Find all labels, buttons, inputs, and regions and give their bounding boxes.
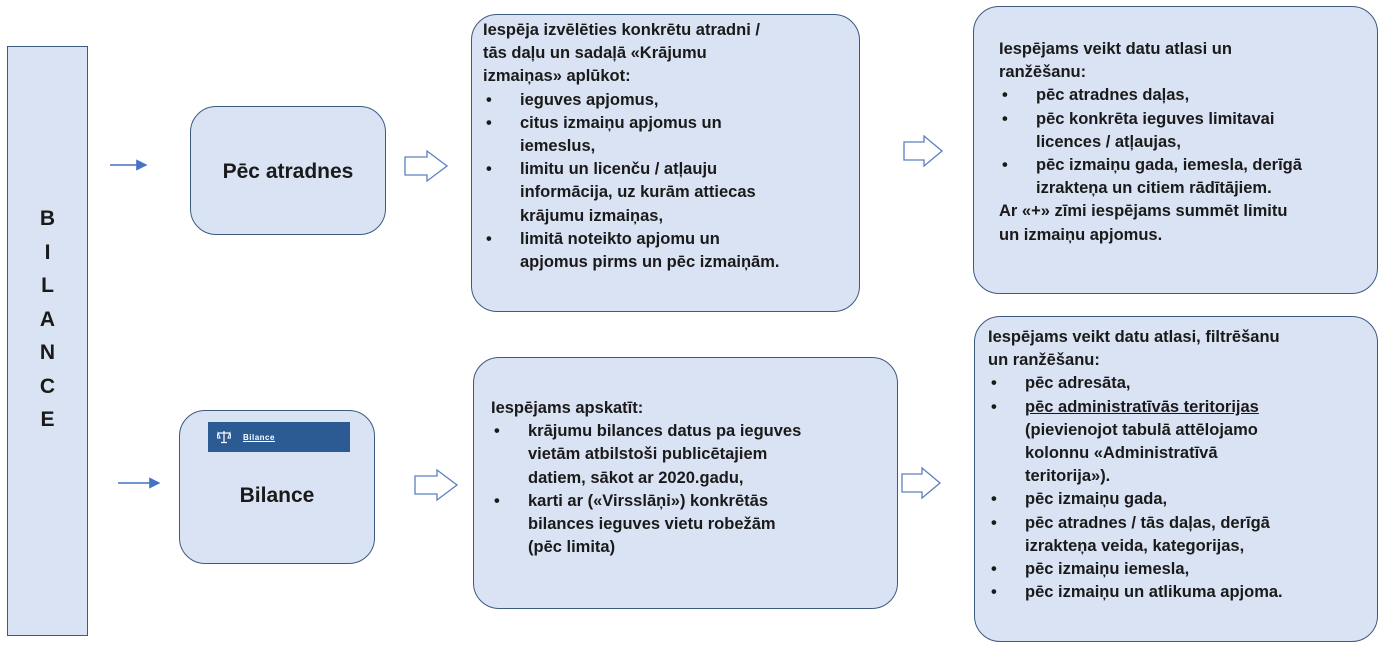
vertical-letter: I bbox=[44, 240, 51, 264]
text-line: pēc administratīvās teritorijas bbox=[1025, 397, 1259, 416]
block-arrow-icon bbox=[901, 466, 942, 500]
text-line: krājumu izmaiņas, bbox=[520, 206, 664, 225]
text-line: un izmaiņu apjomus. bbox=[999, 225, 1163, 244]
node-label: Bilance bbox=[239, 484, 315, 507]
block-arrow-icon bbox=[404, 149, 449, 183]
bilance-vertical-bar: B I L A N C E bbox=[7, 46, 88, 636]
text-line: pēc izmaiņu gada, bbox=[1025, 490, 1168, 509]
text-line: pēc atradnes / tās daļas, derīgā bbox=[1025, 513, 1270, 532]
list-item: krājumu bilances datus pa ieguves vietām… bbox=[491, 420, 801, 490]
info-text: Iespējams veikt datu atlasi, filtrēšanu … bbox=[988, 326, 1283, 605]
list-item: pēc administratīvās teritorijas (pievien… bbox=[988, 396, 1283, 489]
list-item: pēc izmaiņu un atlikuma apjoma. bbox=[988, 581, 1283, 604]
vertical-letter: B bbox=[39, 207, 56, 230]
list-item: pēc atradnes daļas, bbox=[999, 84, 1302, 107]
text-line: apjomus pirms un pēc izmaiņām. bbox=[520, 253, 780, 272]
text-line: Iespējams apskatīt: bbox=[491, 399, 644, 417]
node-pec-atradnes: Pēc atradnes bbox=[190, 106, 386, 235]
text-line: izrakteņa veida, kategorijas, bbox=[1025, 536, 1245, 555]
text-line: citus izmaiņu apjomus un bbox=[520, 113, 722, 132]
list-item: limitu un licenču / atļauju informācija,… bbox=[483, 158, 779, 228]
text-line: iemeslus, bbox=[520, 137, 596, 156]
list-item: pēc konkrēta ieguves limitavai licences … bbox=[999, 108, 1302, 154]
info-text: Iespējams apskatīt: krājumu bilances dat… bbox=[491, 397, 801, 559]
list-item: pēc izmaiņu iemesla, bbox=[988, 558, 1283, 581]
text-line: licences / atļaujas, bbox=[1036, 132, 1181, 151]
scales-icon bbox=[217, 431, 231, 444]
text-line: karti ar («Virsslāņi») konkrētās bbox=[528, 491, 768, 510]
bullet-list: ieguves apjomus, citus izmaiņu apjomus u… bbox=[483, 89, 779, 275]
text-line: ranžēšanu: bbox=[999, 63, 1087, 82]
vertical-letter: C bbox=[39, 374, 56, 398]
text-line: pēc atradnes daļas, bbox=[1036, 86, 1190, 105]
block-arrow-icon bbox=[414, 468, 459, 502]
text-line: pēc izmaiņu un atlikuma apjoma. bbox=[1025, 583, 1283, 602]
text-line: kolonnu «Administratīvā bbox=[1025, 444, 1218, 463]
text-line: datiem, sākot ar 2020.gadu, bbox=[528, 468, 744, 487]
toolbar-label: Bilance bbox=[243, 432, 275, 442]
text-line: pēc adresāta, bbox=[1025, 374, 1131, 393]
list-item: limitā noteikto apjomu un apjomus pirms … bbox=[483, 228, 779, 274]
text-line: pēc konkrēta ieguves limitavai bbox=[1036, 109, 1275, 128]
text-line: limitā noteikto apjomu un bbox=[520, 229, 720, 248]
info-box-bilance: Iespējams apskatīt: krājumu bilances dat… bbox=[473, 357, 898, 609]
text-line: pēc izmaiņu iemesla, bbox=[1025, 560, 1190, 579]
text-line: Iespēja izvēlēties konkrētu atradni / bbox=[483, 21, 760, 39]
bullet-list: pēc atradnes daļas, pēc konkrēta ieguves… bbox=[999, 84, 1302, 200]
info-box-atradne-filters: Iespējams veikt datu atlasi un ranžēšanu… bbox=[973, 6, 1378, 294]
bullet-list: krājumu bilances datus pa ieguves vietām… bbox=[491, 420, 801, 559]
text-line: tās daļu un sadaļā «Krājumu bbox=[483, 44, 707, 63]
text-line: pēc izmaiņu gada, iemesla, derīgā bbox=[1036, 156, 1302, 175]
node-bilance: Bilance Bilance bbox=[179, 410, 375, 564]
text-line: teritorija»). bbox=[1025, 467, 1111, 486]
text-line: limitu un licenču / atļauju bbox=[520, 160, 718, 179]
info-box-bilance-filters: Iespējams veikt datu atlasi, filtrēšanu … bbox=[974, 316, 1378, 642]
bilance-toolbar: Bilance bbox=[208, 422, 350, 452]
text-line: vietām atbilstoši publicētajiem bbox=[528, 445, 768, 464]
vertical-letter: E bbox=[40, 408, 55, 431]
list-item: pēc izmaiņu gada, iemesla, derīgā izrakt… bbox=[999, 154, 1302, 200]
node-label: Pēc atradnes bbox=[222, 160, 354, 183]
vertical-title: B I L A N C E bbox=[8, 202, 87, 437]
text-line: izrakteņa un citiem rādītājiem. bbox=[1036, 179, 1272, 198]
block-arrow-icon bbox=[903, 134, 944, 168]
text-line: (pēc limita) bbox=[528, 538, 616, 557]
list-item: karti ar («Virsslāņi») konkrētās bilance… bbox=[491, 490, 801, 560]
list-item: pēc atradnes / tās daļas, derīgā izrakte… bbox=[988, 512, 1283, 558]
text-line: Iespējams veikt datu atlasi un bbox=[999, 40, 1232, 58]
text-line: informācija, uz kurām attiecas bbox=[520, 183, 756, 202]
info-text: Iespējams veikt datu atlasi un ranžēšanu… bbox=[999, 38, 1302, 247]
text-line: un ranžēšanu: bbox=[988, 351, 1100, 370]
info-text: Iespēja izvēlēties konkrētu atradni / tā… bbox=[483, 19, 779, 274]
text-line: bilances ieguves vietu robežām bbox=[528, 515, 776, 534]
text-line: Iespējams veikt datu atlasi, filtrēšanu bbox=[988, 328, 1280, 346]
list-item: pēc izmaiņu gada, bbox=[988, 488, 1283, 511]
list-item: ieguves apjomus, bbox=[483, 89, 779, 112]
vertical-letter: A bbox=[39, 307, 56, 331]
text-line: Ar «+» zīmi iespējams summēt limitu bbox=[999, 202, 1288, 221]
text-line: (pievienojot tabulā attēlojamo bbox=[1025, 420, 1258, 439]
bullet-list: pēc adresāta, pēc administratīvās terito… bbox=[988, 372, 1283, 604]
info-box-atradne: Iespēja izvēlēties konkrētu atradni / tā… bbox=[471, 14, 860, 312]
text-line: izmaiņas» aplūkot: bbox=[483, 67, 631, 86]
list-item: citus izmaiņu apjomus un iemeslus, bbox=[483, 112, 779, 158]
vertical-letter: L bbox=[41, 274, 54, 297]
vertical-letter: N bbox=[39, 341, 56, 364]
text-line: ieguves apjomus, bbox=[520, 90, 659, 109]
text-line: krājumu bilances datus pa ieguves bbox=[528, 422, 802, 441]
list-item: pēc adresāta, bbox=[988, 372, 1283, 395]
